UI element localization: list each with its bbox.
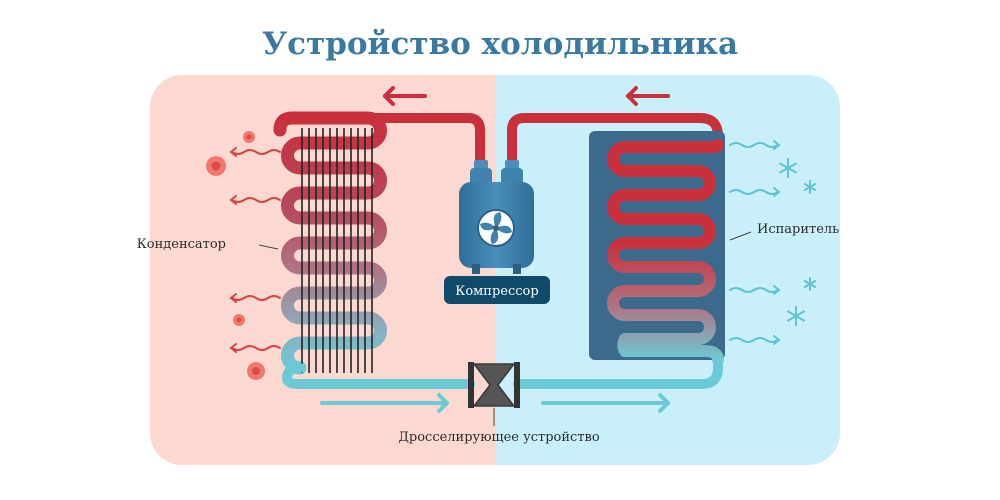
heat-dots (206, 131, 265, 380)
top-pipes (287, 113, 723, 170)
bottom-flow-arrows (320, 393, 670, 413)
compressor-label-box (444, 276, 550, 304)
flow-arrow-icon (626, 86, 670, 106)
flow-arrow-icon (541, 393, 670, 413)
cold-wave-icon (729, 187, 781, 197)
flow-arrow-icon (383, 86, 427, 106)
valve-icon (468, 362, 520, 408)
heat-wave-icon (229, 147, 281, 157)
pipe-condenser-to-valve (282, 363, 475, 389)
cold-wave-icon (729, 140, 781, 150)
pipe-compressor-to-condenser (287, 113, 485, 170)
condenser-coil (273, 111, 387, 375)
heat-emission (229, 147, 281, 353)
heat-wave-icon (229, 343, 281, 353)
condenser-leader-line (258, 244, 279, 250)
diagram-title: Устройство холодильника (262, 26, 738, 62)
snowflake-icon (787, 306, 805, 326)
evaporator-label: Испаритель (757, 222, 839, 237)
throttle-label: Дросселирующее устройство (398, 430, 600, 445)
pipe-evaporator-to-compressor (507, 113, 723, 170)
fan-icon (477, 209, 515, 247)
snowflakes (779, 158, 817, 326)
compressor (459, 160, 534, 274)
condenser-fins (301, 128, 373, 373)
evaporator-leader-line (729, 231, 752, 241)
evaporator (589, 131, 725, 366)
cold-wave-icon (729, 285, 781, 295)
compressor-label: Компрессор (455, 284, 538, 299)
evaporator-pipe (607, 139, 724, 366)
bottom-pipes (282, 350, 723, 389)
pipe-valve-to-evaporator (513, 350, 723, 389)
snowflake-icon (803, 277, 817, 291)
cold-absorption (729, 140, 781, 345)
snowflake-icon (803, 180, 817, 194)
heat-wave-icon (229, 195, 281, 205)
top-flow-arrows (383, 86, 670, 106)
heat-wave-icon (229, 293, 281, 303)
flow-arrow-icon (320, 393, 449, 413)
snowflake-icon (779, 158, 797, 178)
cold-wave-icon (729, 335, 781, 345)
condenser-label: Конденсатор (137, 237, 226, 252)
